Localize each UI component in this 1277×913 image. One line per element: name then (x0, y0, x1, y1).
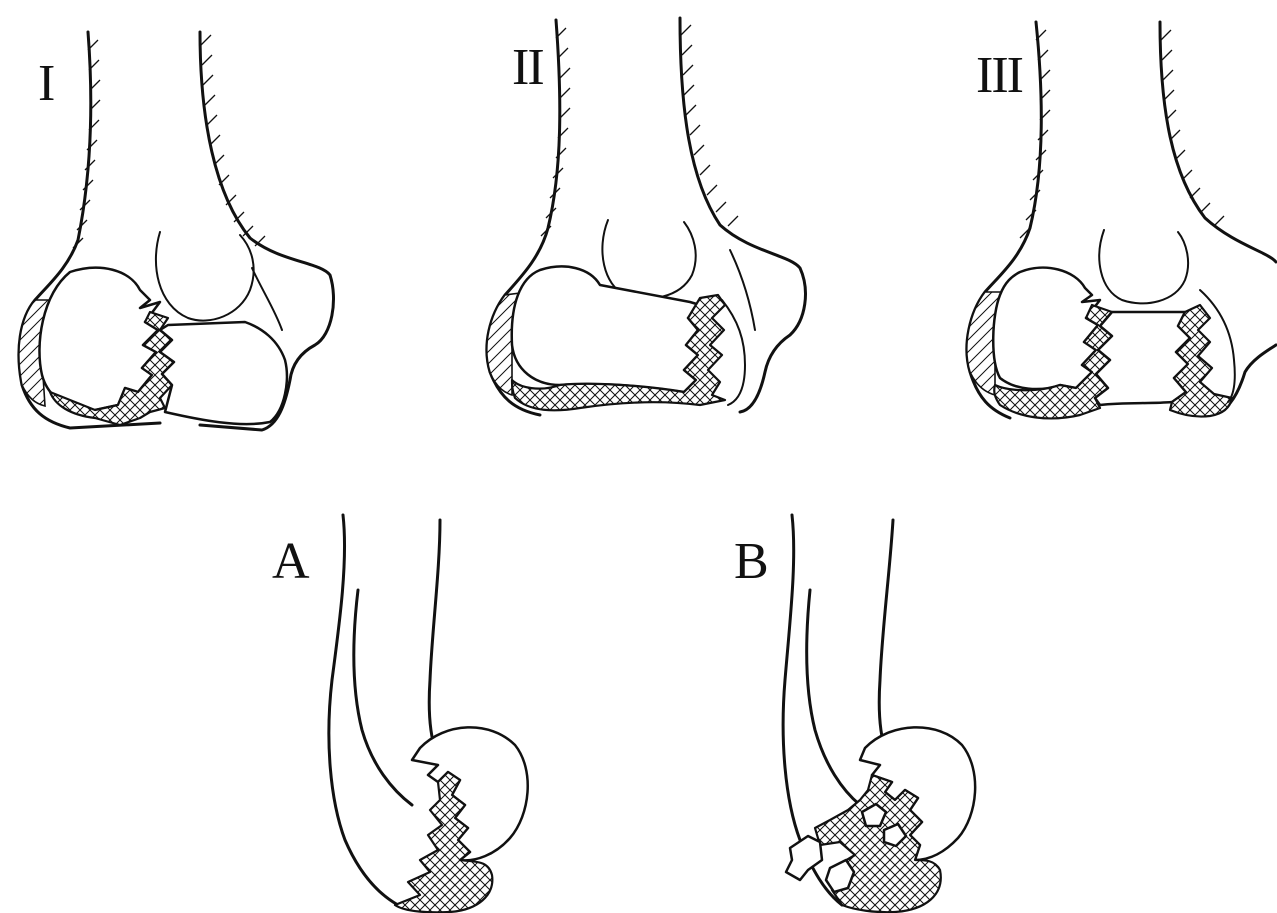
panel-B: B (734, 515, 975, 912)
panel-II: II (487, 18, 806, 415)
panel-A: A (272, 515, 528, 912)
capitellum-fragment-A (412, 727, 528, 860)
panel-label-I: I (38, 55, 54, 112)
capitellum-fragment-II (512, 266, 700, 392)
panel-label-III: III (976, 47, 1023, 104)
capitellum-fragment-III (993, 268, 1100, 389)
panel-label-B: B (734, 533, 767, 590)
humerus-lateral-outline-A (329, 515, 440, 905)
trochlea-I (160, 322, 287, 424)
panel-label-A: A (272, 533, 310, 590)
trochlea-middle-fragment-III (1095, 312, 1190, 405)
panel-III: III (967, 22, 1276, 418)
panel-I: I (19, 32, 334, 430)
panel-label-II: II (512, 39, 543, 96)
